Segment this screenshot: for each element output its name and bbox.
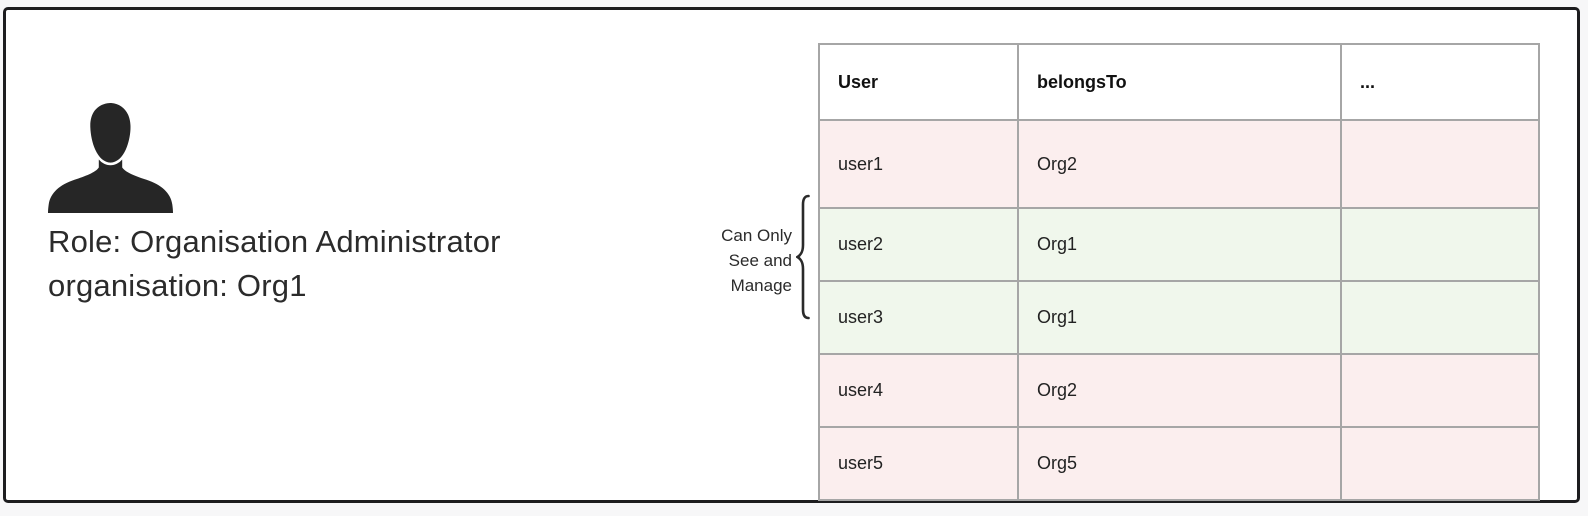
annotation-line: See and <box>728 251 792 270</box>
annotation-line: Manage <box>730 276 792 295</box>
user-column-header: User <box>818 43 1019 121</box>
diagram-frame: Role: Organisation Administrator organis… <box>3 7 1580 503</box>
user-cell: user4 <box>818 353 1019 428</box>
extra-cell <box>1340 207 1540 282</box>
user-cell: user5 <box>818 426 1019 501</box>
belongsto-column-header: belongsTo <box>1017 43 1342 121</box>
extra-cell <box>1340 119 1540 209</box>
user-cell: user3 <box>818 280 1019 355</box>
person-silhouette-icon <box>48 102 173 213</box>
belongsto-cell: Org2 <box>1017 119 1342 209</box>
belongsto-cell: Org2 <box>1017 353 1342 428</box>
extra-cell <box>1340 280 1540 355</box>
annotation-line: Can Only <box>721 226 792 245</box>
ellipsis-column-header: ... <box>1340 43 1540 121</box>
table-header-row: User belongsTo ... <box>818 43 1540 121</box>
left-curly-brace-icon <box>796 194 810 320</box>
actor-description: Role: Organisation Administrator organis… <box>48 220 501 308</box>
organisation-label: organisation: Org1 <box>48 268 307 303</box>
extra-cell <box>1340 353 1540 428</box>
belongsto-cell: Org1 <box>1017 207 1342 282</box>
user-cell: user2 <box>818 207 1019 282</box>
user-cell: user1 <box>818 119 1019 209</box>
role-label: Role: Organisation Administrator <box>48 224 501 259</box>
extra-cell <box>1340 426 1540 501</box>
belongsto-cell: Org1 <box>1017 280 1342 355</box>
access-annotation: Can Only See and Manage <box>606 223 792 298</box>
belongsto-cell: Org5 <box>1017 426 1342 501</box>
